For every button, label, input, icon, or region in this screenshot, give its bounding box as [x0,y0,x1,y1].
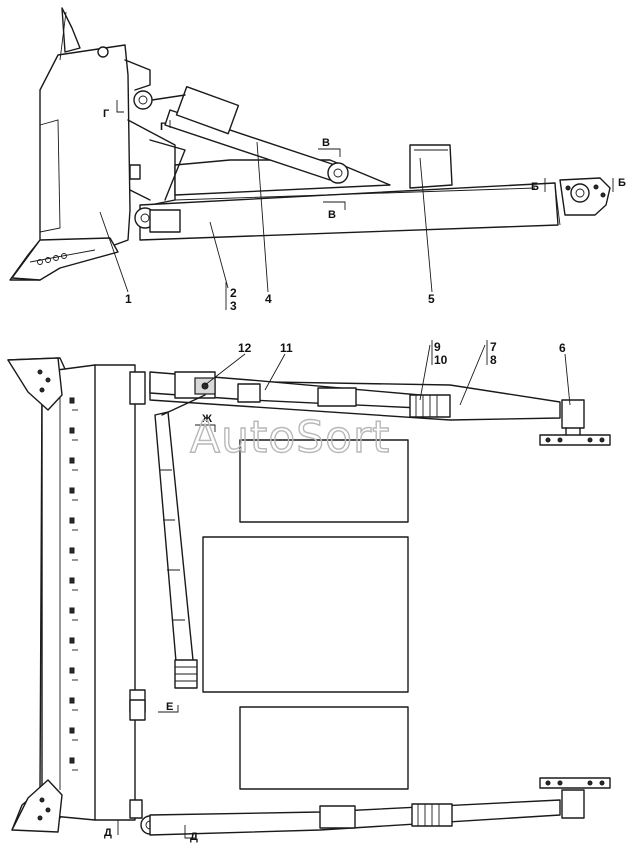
callout-10: 10 [434,353,448,367]
section-b-left: Б [531,181,539,193]
plan-view [7,357,611,836]
section-zh: Ж [201,413,212,425]
watermark: AutoSort [190,412,390,463]
section-d-right: Д [190,831,198,843]
push-frame-side [139,182,559,241]
section-e: Е [166,701,173,713]
section-g-top: Г [103,108,110,120]
frame-sheet-3 [239,706,409,790]
frame-sheet-2 [202,536,409,693]
brace-cylinder-plan [154,411,196,686]
section-d-left: Д [104,827,112,839]
callout-12: 12 [238,341,252,355]
section-b-right: Б [618,177,626,189]
section-marks-side-view: Г Г В В Б Б [103,100,626,221]
section-g-mid: Г [160,121,167,133]
callout-9: 9 [434,340,441,354]
callout-7: 7 [490,340,497,354]
callout-5: 5 [428,292,435,306]
callout-1: 1 [125,292,132,306]
side-view [9,7,611,281]
callouts-plan-view: 12 11 9 10 7 8 6 [204,340,571,406]
callout-3: 3 [230,299,237,313]
callouts-side-view: 1 2 3 4 5 [99,141,435,313]
section-v-top: В [322,137,330,149]
callout-4: 4 [265,292,272,306]
callout-6: 6 [559,341,566,355]
section-v-bottom: В [328,209,336,221]
callout-11: 11 [280,341,293,355]
callout-2: 2 [230,286,237,300]
section-marks-plan-view: Ж Е Д Д [104,413,216,843]
callout-8: 8 [490,353,497,367]
frame-sheet-1 [239,439,409,523]
